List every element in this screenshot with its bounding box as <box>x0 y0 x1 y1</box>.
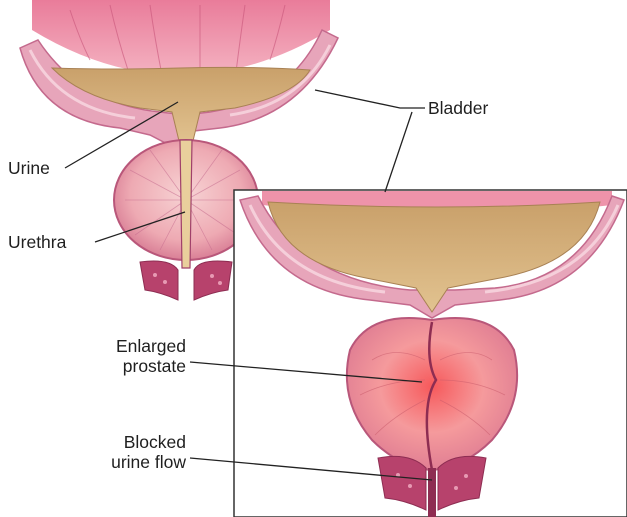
bladder-leader <box>315 90 425 108</box>
enlarged-prostate-label-line2: prostate <box>70 356 186 376</box>
bladder-label: Bladder <box>428 98 488 118</box>
urethra-label: Urethra <box>8 232 66 252</box>
urine-label: Urine <box>8 158 50 178</box>
blocked-flow-label-line1: Blocked <box>70 432 186 452</box>
bladder-leader-2 <box>385 112 412 192</box>
blocked-flow-label-line2: urine flow <box>70 452 186 472</box>
enlarged-prostate-label-line1: Enlarged <box>70 336 186 356</box>
